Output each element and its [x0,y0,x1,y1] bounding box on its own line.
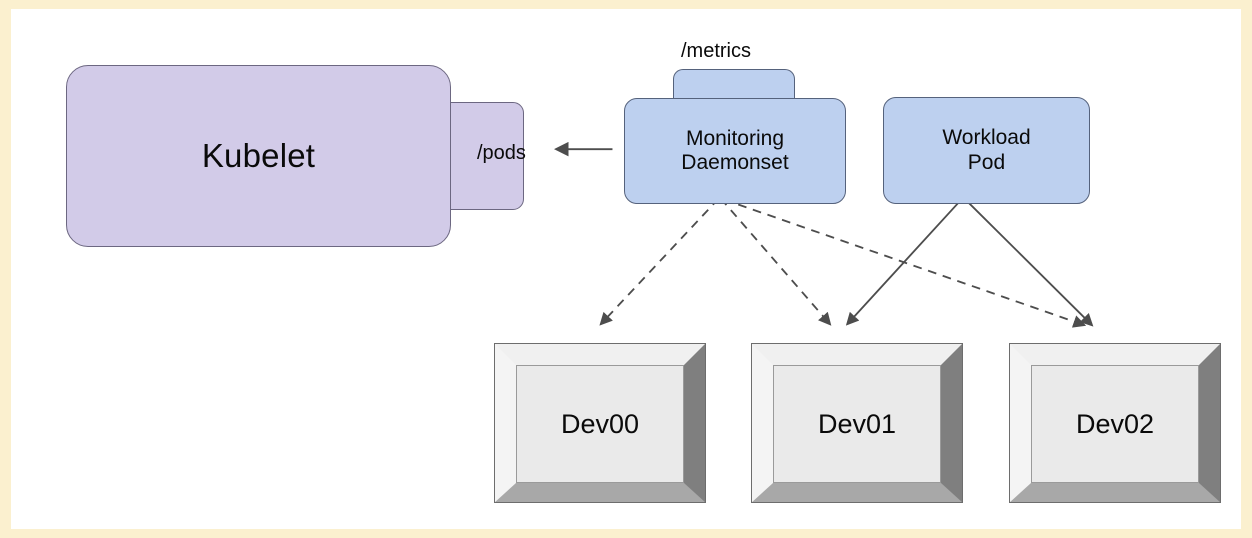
device-label-dev02: Dev02 [1075,408,1155,439]
node-kubelet[interactable]: Kubelet [66,65,524,247]
edge-monitoring-to-dev00 [599,197,720,326]
edge-monitoring-to-dev02 [723,198,1087,328]
edge-label-pods: /pods [477,142,526,164]
monitoring-daemonset-label-group: Monitoring Daemonset [681,127,788,176]
device-label-dev00: Dev00 [560,408,640,439]
diagram-stage: Kubelet /pods /metrics Monitoring Daemon… [11,9,1241,529]
device-bevel [494,343,706,503]
device-label-dev01: Dev01 [817,408,897,439]
node-device-dev01[interactable]: Dev01 [751,343,963,503]
monitoring-daemonset-label-line2: Daemonset [681,151,789,174]
node-monitoring-daemonset[interactable]: Monitoring Daemonset [624,98,846,204]
device-inner: Dev00 [516,365,684,483]
kubelet-label: Kubelet [201,137,316,174]
monitoring-daemonset-label-line1: Monitoring [685,126,785,150]
workload-pod-label-line1: Workload [942,126,1031,150]
device-inner: Dev02 [1031,365,1199,483]
device-bevel [1009,343,1221,503]
kubelet-body: Kubelet [66,65,451,247]
node-device-dev02[interactable]: Dev02 [1009,343,1221,503]
node-workload-pod[interactable]: Workload Pod [883,97,1090,204]
device-bevel [751,343,963,503]
edge-workload-to-dev02 [963,197,1094,327]
edge-label-metrics: /metrics [681,40,751,62]
edge-workload-to-dev01 [845,197,964,326]
device-inner: Dev01 [773,365,941,483]
workload-pod-label-group: Workload Pod [942,126,1030,175]
edge-monitoring-to-dev01 [720,197,832,326]
node-device-dev00[interactable]: Dev00 [494,343,706,503]
workload-pod-label-line2: Pod [967,150,1006,174]
